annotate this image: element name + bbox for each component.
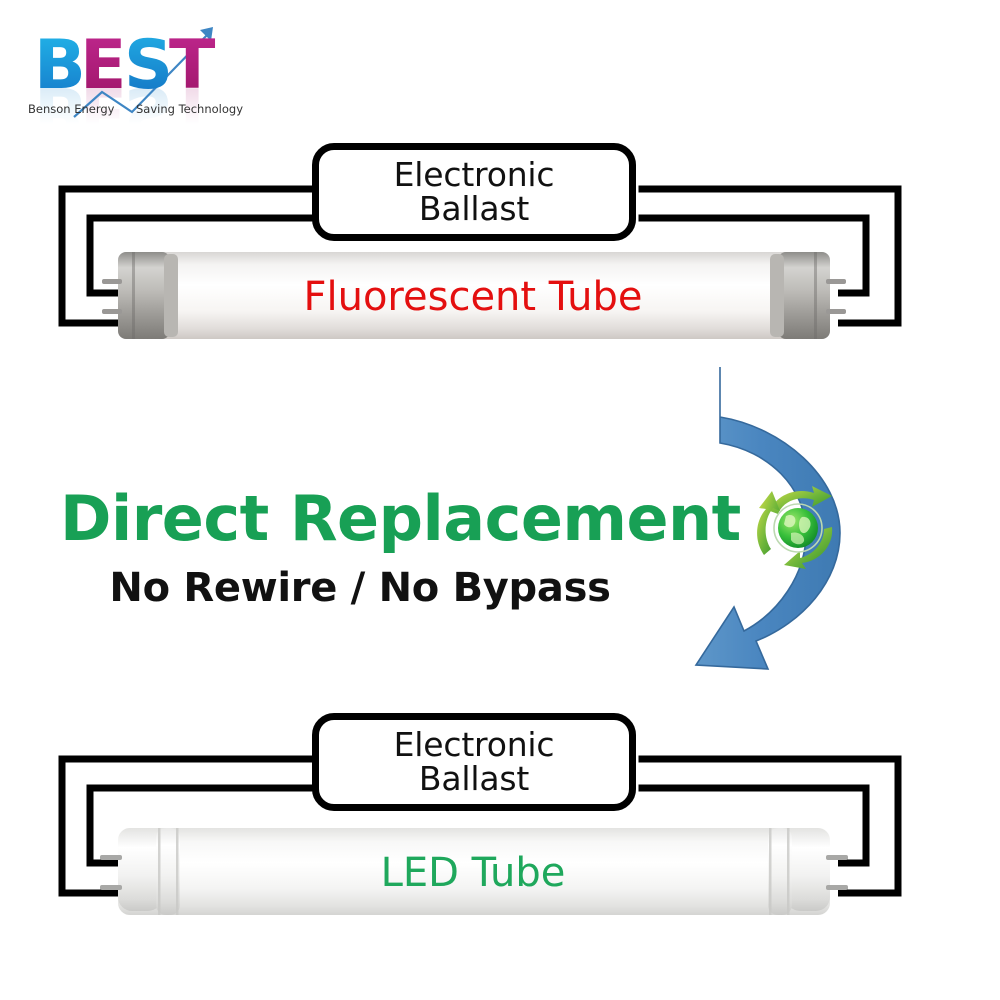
ballast-bottom-line1: Electronic <box>393 725 555 765</box>
recycle-globe-icon <box>750 483 846 573</box>
logo-letter-t: T <box>169 26 216 105</box>
logo-letter-e: E <box>80 26 126 105</box>
logo-artwork: B E S T B E S T Benson Energy Saving Tec… <box>14 26 264 124</box>
recycle-globe-art <box>757 486 833 569</box>
tube-pins-right <box>826 279 846 314</box>
ballast-top-line1: Electronic <box>393 155 555 195</box>
logo-letter-s: S <box>124 26 173 105</box>
logo-tagline-right: Saving Technology <box>136 102 243 116</box>
led-endcap-right <box>768 828 830 915</box>
led-endcap-left <box>118 828 180 915</box>
subhead-no-rewire-no-bypass: No Rewire / No Bypass <box>109 565 611 611</box>
led-pins-right <box>826 855 848 890</box>
led-tube: LED Tube <box>88 824 858 919</box>
recycle-arrows <box>757 486 833 569</box>
logo-letters: B E S T <box>34 26 216 105</box>
tube-endcap-left <box>118 252 178 339</box>
ballast-top-line2: Ballast <box>418 189 530 228</box>
headline-direct-replacement: Direct Replacement <box>60 482 741 555</box>
led-diffuser <box>118 828 830 915</box>
tube-endcap-right <box>770 252 830 339</box>
company-logo: B E S T B E S T Benson Energy Saving Tec… <box>14 14 264 124</box>
fluorescent-tube-art <box>102 252 846 339</box>
tube-glass <box>118 252 830 339</box>
globe-icon <box>773 503 823 553</box>
growth-arrow-icon <box>73 27 213 118</box>
logo-tagline-left: Benson Energy <box>28 102 115 116</box>
logo-letter-b: B <box>34 26 86 105</box>
led-tube-label: LED Tube <box>380 850 566 896</box>
electronic-ballast-top[interactable]: Electronic Ballast <box>312 143 636 241</box>
tube-pins-left <box>102 279 122 314</box>
fluorescent-tube-label: Fluorescent Tube <box>303 274 643 320</box>
electronic-ballast-bottom[interactable]: Electronic Ballast <box>312 713 636 811</box>
ballast-bottom-line2: Ballast <box>418 759 530 798</box>
led-pins-left <box>100 855 122 890</box>
led-tube-art <box>100 828 848 915</box>
fluorescent-tube: Fluorescent Tube <box>88 248 858 343</box>
